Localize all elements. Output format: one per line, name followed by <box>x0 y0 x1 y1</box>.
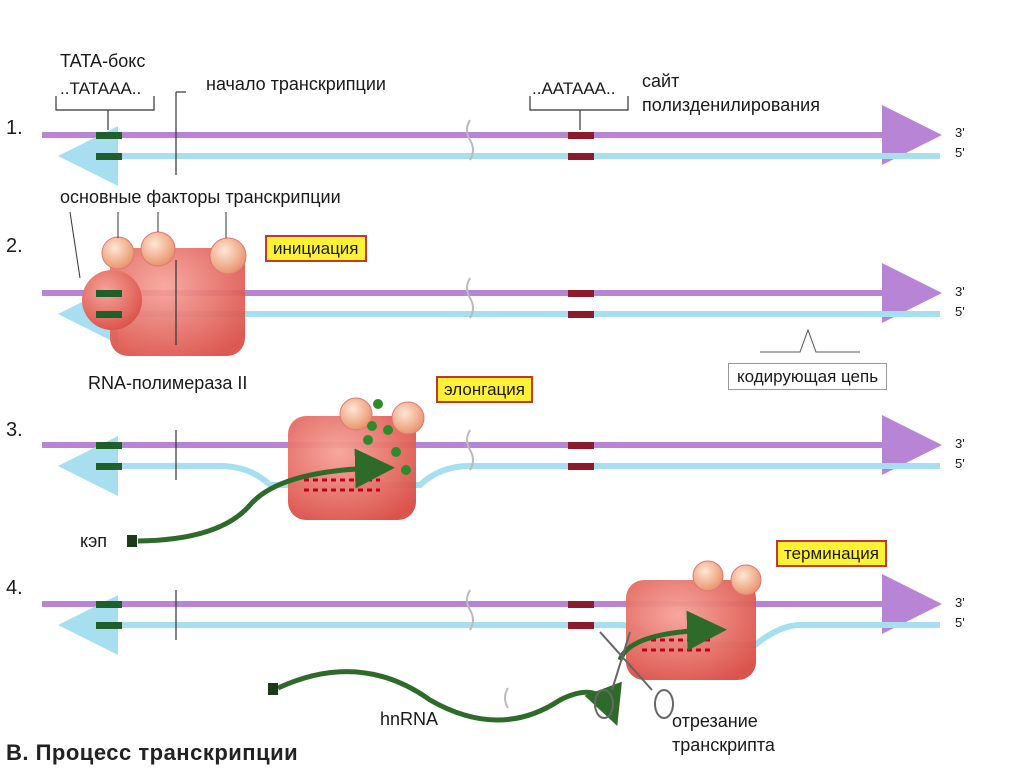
cut-label-2: транскрипта <box>672 735 775 755</box>
elongation-label: элонгация <box>436 376 533 403</box>
initiation-label: инициация <box>265 235 367 262</box>
factor <box>730 564 762 596</box>
polya-mark <box>568 601 594 608</box>
break-mark <box>466 119 474 161</box>
step-1-number: 1. <box>6 117 23 139</box>
factor <box>391 401 425 435</box>
rna-polymerase-label: RNA-полимераза II <box>88 373 248 393</box>
break-mark <box>466 589 474 631</box>
polya-mark <box>568 442 594 449</box>
step-2-number: 2. <box>6 235 23 257</box>
end-3-label: 3' <box>955 595 965 610</box>
basic-factors-label: основные факторы транскрипции <box>60 187 341 207</box>
dna-row-1 <box>42 91 942 186</box>
step-4-number: 4. <box>6 577 23 599</box>
factor <box>101 236 135 270</box>
hnrna-label: hnRNA <box>380 709 439 729</box>
factor <box>209 237 247 275</box>
tata-mark <box>96 311 122 318</box>
polya-mark <box>568 622 594 629</box>
tfiid-factor <box>82 270 142 330</box>
cap-label: кэп <box>80 531 108 551</box>
tata-mark <box>96 622 122 629</box>
polya-site-label-2: полизденилирования <box>642 95 820 115</box>
nascent-rna <box>137 448 395 544</box>
transcription-start-label: начало транскрипции <box>206 74 386 94</box>
hnrna-strand <box>276 669 622 727</box>
rna-polymerase-ii <box>110 248 245 356</box>
end-5-label: 5' <box>955 304 965 319</box>
tata-mark <box>96 153 122 160</box>
cap-mark <box>268 683 278 695</box>
polya-mark <box>568 290 594 297</box>
tata-box-label: TATA-бокс <box>60 51 146 71</box>
coding-strand-label: кодирующая цепь <box>728 363 888 390</box>
polya-sequence: ..AATAAA.. <box>532 79 616 98</box>
figure-caption: В. Процесс транскрипции <box>6 740 299 765</box>
dna-row-3 <box>42 397 942 547</box>
factor <box>692 560 724 592</box>
dna-row-2 <box>42 211 942 356</box>
termination-label: терминация <box>776 540 887 567</box>
tata-mark <box>96 442 122 449</box>
polya-mark <box>568 132 594 139</box>
tata-mark <box>96 463 122 470</box>
step-3-number: 3. <box>6 419 23 441</box>
polya-mark <box>568 153 594 160</box>
coding-strand <box>58 595 940 655</box>
polya-mark <box>568 463 594 470</box>
tata-mark <box>96 132 122 139</box>
tata-mark <box>96 290 122 297</box>
factor <box>140 231 176 267</box>
scissors-icon <box>594 631 674 719</box>
cut-label-1: отрезание <box>672 711 758 731</box>
break-mark <box>466 277 474 319</box>
tata-mark <box>96 601 122 608</box>
end-3-label: 3' <box>955 436 965 451</box>
end-3-label: 3' <box>955 125 965 140</box>
end-5-label: 5' <box>955 456 965 471</box>
polya-site-label-1: сайт <box>642 71 680 91</box>
end-3-label: 3' <box>955 284 965 299</box>
factor <box>339 397 373 431</box>
cap-mark <box>127 535 137 547</box>
break-mark <box>466 429 474 471</box>
end-5-label: 5' <box>955 145 965 160</box>
polya-mark <box>568 311 594 318</box>
dna-row-4 <box>42 560 942 727</box>
coding-strand <box>58 436 940 496</box>
tata-sequence: ..TATAAA.. <box>60 79 142 98</box>
end-5-label: 5' <box>955 615 965 630</box>
